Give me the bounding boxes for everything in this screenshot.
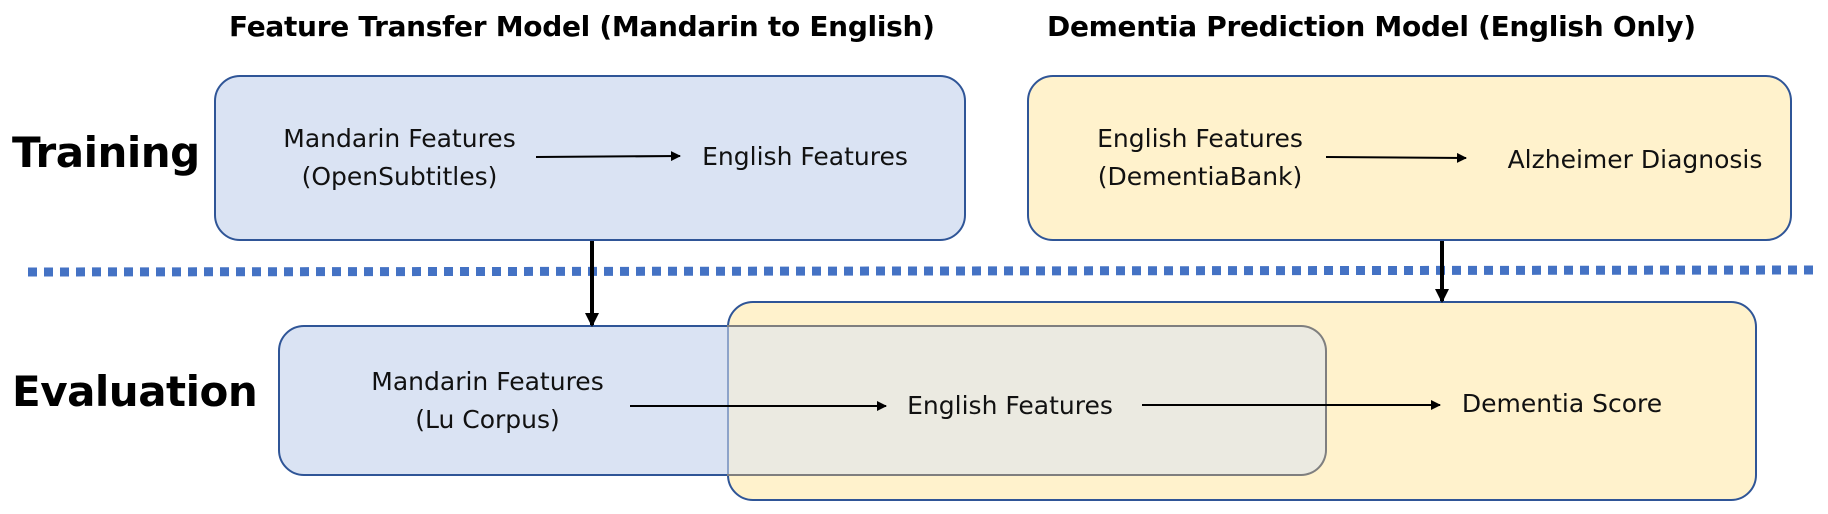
english-features-evaluation: English Features xyxy=(907,391,1113,420)
transfer-training-arrow xyxy=(535,151,681,162)
transfer-prediction-overlap xyxy=(727,325,1327,476)
prediction-training-arrow xyxy=(1325,152,1467,163)
feature-transfer-title: Feature Transfer Model (Mandarin to Engl… xyxy=(229,10,935,43)
transfer-training-box xyxy=(214,75,966,241)
english-features-training-transfer: English Features xyxy=(702,142,908,171)
english-features-dementiabank: English Features (DementiaBank) xyxy=(1097,124,1303,191)
training-row-label: Training xyxy=(12,128,200,177)
mandarin-features-opensubtitles: Mandarin Features (OpenSubtitles) xyxy=(283,124,516,191)
mandarin-features-lu-corpus: Mandarin Features (Lu Corpus) xyxy=(371,367,604,434)
dementia-prediction-title: Dementia Prediction Model (English Only) xyxy=(1047,10,1696,43)
dementia-score: Dementia Score xyxy=(1461,389,1663,418)
alzheimer-diagnosis: Alzheimer Diagnosis xyxy=(1507,145,1763,174)
evaluation-row-label: Evaluation xyxy=(12,367,258,416)
dotted-divider xyxy=(27,265,1816,277)
